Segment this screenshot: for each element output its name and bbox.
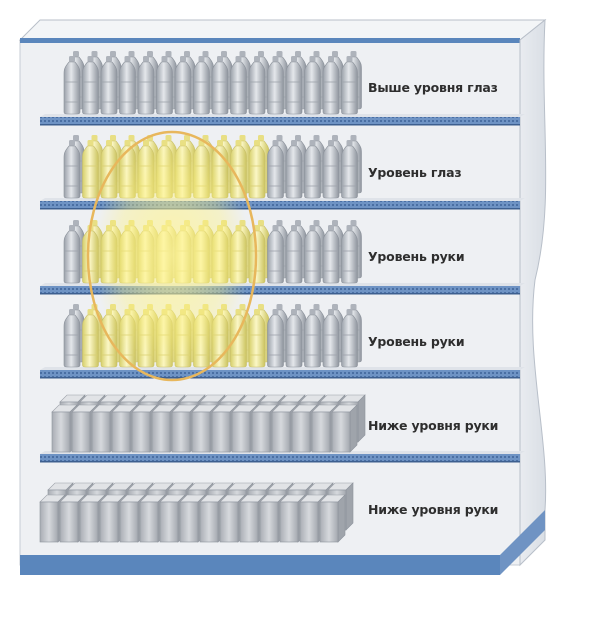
bottle-icon — [322, 140, 340, 199]
bottle-icon — [248, 56, 266, 115]
label-below-hand-level-2: Ниже уровня руки — [368, 502, 499, 517]
bottle-icon — [82, 140, 99, 199]
bottle-icon — [100, 56, 118, 115]
bottle-icon — [193, 56, 210, 115]
bottle-icon — [230, 309, 247, 368]
bottle-icon — [267, 225, 284, 284]
bottle-icon — [82, 56, 99, 115]
bottle-icon — [63, 56, 81, 115]
bottle-icon — [341, 309, 358, 368]
bottle-icon — [82, 309, 99, 368]
bottle-icon — [304, 56, 321, 115]
bottle-icon — [119, 56, 136, 115]
cabinet-side-wall — [519, 18, 547, 567]
bottle-icon — [285, 56, 303, 115]
cabinet-top — [18, 19, 547, 41]
highlight-glow — [94, 137, 250, 373]
eye-hand-zone-highlight — [86, 130, 258, 382]
label-below-hand-level-1: Ниже уровня руки — [368, 418, 499, 433]
bottle-icon — [230, 56, 247, 115]
shelf-board — [40, 367, 525, 379]
shelves — [40, 114, 525, 463]
bottle-icon — [267, 56, 284, 115]
bottle-icon — [285, 225, 303, 284]
bottle-icon — [304, 309, 321, 368]
shelf-board — [40, 114, 525, 126]
bottle-icon — [341, 56, 358, 115]
bottle-icon — [267, 140, 284, 199]
shelf-board — [40, 451, 525, 463]
carton-icon — [331, 404, 358, 453]
label-hand-level-1: Уровень руки — [368, 249, 465, 264]
bottle-icon — [63, 309, 81, 368]
label-hand-level-2: Уровень руки — [368, 334, 465, 349]
bottle-icon — [174, 56, 192, 115]
bottle-icon — [63, 225, 81, 284]
bottle-icon — [63, 140, 81, 199]
cabinet-base-side — [500, 510, 545, 575]
bottle-icon — [137, 56, 155, 115]
bottle-icon — [322, 225, 340, 284]
cabinet-base-front — [20, 555, 500, 575]
bottle-icon — [267, 309, 284, 368]
cabinet-top-edge — [20, 38, 520, 43]
carton-icon — [319, 494, 346, 543]
label-eye-level: Уровень глаз — [368, 165, 462, 180]
bottle-icon — [248, 309, 266, 368]
bottle-icon — [322, 56, 340, 115]
bottle-icon — [156, 56, 173, 115]
bottle-icon — [285, 140, 303, 199]
bottle-icon — [341, 140, 358, 199]
label-above-eye-level: Выше уровня глаз — [368, 80, 498, 95]
bottle-icon — [322, 309, 340, 368]
bottle-icon — [285, 309, 303, 368]
bottle-icon — [341, 225, 358, 284]
bottle-icon — [304, 225, 321, 284]
highlight-ring — [86, 130, 258, 382]
bottle-icon — [211, 56, 229, 115]
bottle-icon — [304, 140, 321, 199]
bottle-icon — [248, 140, 266, 199]
